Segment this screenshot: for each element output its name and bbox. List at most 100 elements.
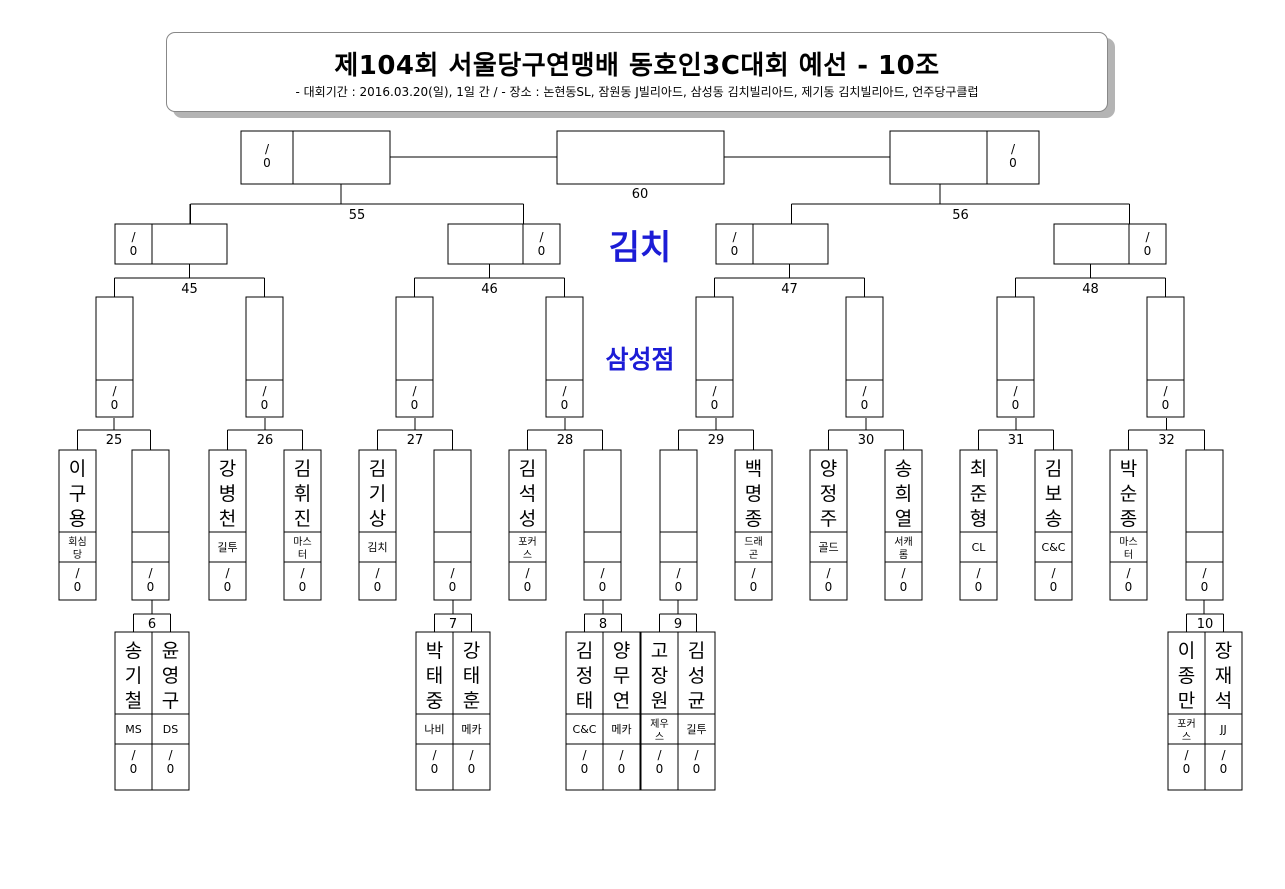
player-r1-9-score: / — [751, 566, 756, 580]
player-pre-5-score: / — [619, 748, 624, 762]
player-r1-3-score: 0 — [299, 580, 307, 594]
match-number-60: 60 — [632, 187, 649, 202]
player-r1-1-score: 0 — [147, 580, 155, 594]
player-r1-14-name: 종 — [1120, 508, 1137, 530]
match-number-29: 29 — [708, 433, 725, 448]
player-r1-3-name: 진 — [294, 508, 311, 530]
player-r1-9-club: 곤 — [749, 550, 758, 561]
player-pre-9-score: 0 — [1220, 762, 1228, 776]
player-r2-6-score-value: 0 — [1012, 398, 1020, 412]
player-pre-4-name: 태 — [576, 690, 593, 712]
player-pre-1-score: / — [168, 748, 173, 762]
player-pre-7-name: 김 — [688, 640, 705, 662]
player-r1-2-name: 병 — [219, 483, 236, 505]
player-r3-0 — [114, 223, 228, 265]
title-box: 제104회 서울당구연맹배 동호인3C대회 예선 - 10조 - 대회기간 : … — [166, 32, 1108, 112]
player-r1-14-score: / — [1126, 566, 1131, 580]
player-pre-8-score: 0 — [1183, 762, 1191, 776]
player-r1-5-score: 0 — [449, 580, 457, 594]
player-pre-2-score: 0 — [431, 762, 439, 776]
player-pre-0-name: 송 — [125, 640, 142, 662]
player-r1-0-score: 0 — [74, 580, 82, 594]
player-pre-1-name: 구 — [162, 690, 179, 712]
player-r1-12-name: 형 — [970, 508, 987, 530]
player-r1-13-name: 보 — [1045, 483, 1062, 505]
match-number-6: 6 — [148, 617, 156, 632]
player-r1-7-score: 0 — [599, 580, 607, 594]
player-r1-11-score: 0 — [900, 580, 908, 594]
player-r3-2 — [715, 223, 829, 265]
player-r1-4-score: 0 — [374, 580, 382, 594]
player-r1-4-club: 김치 — [367, 541, 387, 554]
player-r1-10-name: 양 — [820, 458, 837, 480]
player-pre-5-name: 연 — [613, 690, 630, 712]
player-pre-4-name: 김 — [576, 640, 593, 662]
player-r1-10-name: 주 — [820, 508, 837, 530]
player-r1-14-name: 박 — [1120, 458, 1137, 480]
player-pre-2-club: 나비 — [424, 723, 444, 736]
player-r1-3-score: / — [300, 566, 305, 580]
player-r2-7-score-slash: / — [1163, 384, 1168, 398]
player-r1-2-score: 0 — [224, 580, 232, 594]
player-pre-0 — [114, 631, 153, 791]
player-r1-11-club: 서캐 — [894, 536, 912, 548]
player-pre-0-club: MS — [125, 723, 141, 736]
player-r1-12-name: 최 — [970, 458, 987, 480]
player-r3-2-score-slash: / — [732, 230, 737, 244]
player-r2-3-score-slash: / — [562, 384, 567, 398]
player-pre-8-name: 종 — [1178, 665, 1195, 687]
player-r1-6-name: 석 — [519, 483, 536, 505]
match-number-45: 45 — [181, 282, 198, 297]
player-r3-0-score-value: 0 — [130, 244, 138, 258]
player-r1-9-club: 드래 — [744, 536, 762, 548]
player-r1-6-score: 0 — [524, 580, 532, 594]
match-number-7: 7 — [449, 617, 457, 632]
match-number-9: 9 — [674, 617, 682, 632]
player-r1-14-name: 순 — [1120, 483, 1137, 505]
player-pre-9-name: 재 — [1215, 665, 1232, 687]
player-pre-1-name: 윤 — [162, 640, 179, 662]
player-r1-11-score: / — [901, 566, 906, 580]
venue-watermark: 김치 — [608, 228, 672, 268]
match-number-10: 10 — [1197, 617, 1214, 632]
player-pre-1-score: 0 — [167, 762, 175, 776]
player-r2-0 — [95, 296, 134, 418]
player-pre-9 — [1204, 631, 1243, 791]
player-r1-0-name: 구 — [69, 483, 86, 505]
player-r1-13-name: 송 — [1045, 508, 1062, 530]
player-pre-4-score: / — [582, 748, 587, 762]
player-pre-3-name: 강 — [463, 640, 480, 662]
player-r1-3-name: 김 — [294, 458, 311, 480]
player-pre-7-name: 균 — [688, 690, 705, 712]
player-r1-2-name: 강 — [219, 458, 236, 480]
player-r1-13-score: / — [1051, 566, 1056, 580]
player-r1-9 — [734, 449, 773, 601]
player-pre-4-name: 정 — [576, 665, 593, 687]
player-r1-3-club: 터 — [298, 549, 307, 561]
player-pre-7-name: 성 — [688, 665, 705, 687]
player-pre-6-name: 장 — [651, 665, 668, 687]
player-r1-10-score: / — [826, 566, 831, 580]
champion-box — [556, 130, 725, 185]
player-r3-1-score-value: 0 — [538, 244, 546, 258]
player-r1-15-score: / — [1202, 566, 1207, 580]
player-pre-0-name: 기 — [125, 665, 142, 687]
player-r3-1-score-slash: / — [539, 230, 544, 244]
match-number-26: 26 — [257, 433, 274, 448]
player-r3-1 — [447, 223, 561, 265]
player-r2-0-score-slash: / — [112, 384, 117, 398]
finalist-left — [240, 130, 391, 185]
player-r3-0-score-slash: / — [131, 230, 136, 244]
player-r1-3 — [283, 449, 322, 601]
player-r1-6-club: 스 — [523, 549, 532, 561]
player-r1-14-score: 0 — [1125, 580, 1133, 594]
player-r3-3-score-value: 0 — [1144, 244, 1152, 258]
player-r1-6-name: 성 — [519, 508, 536, 530]
player-pre-9-club: JJ — [1219, 723, 1227, 736]
player-r3-3 — [1053, 223, 1167, 265]
player-pre-8-club: 스 — [1182, 731, 1191, 743]
player-r1-12-score: / — [976, 566, 981, 580]
player-r3-3-score-slash: / — [1145, 230, 1150, 244]
player-r1-2-score: / — [225, 566, 230, 580]
player-pre-2-name: 태 — [426, 665, 443, 687]
